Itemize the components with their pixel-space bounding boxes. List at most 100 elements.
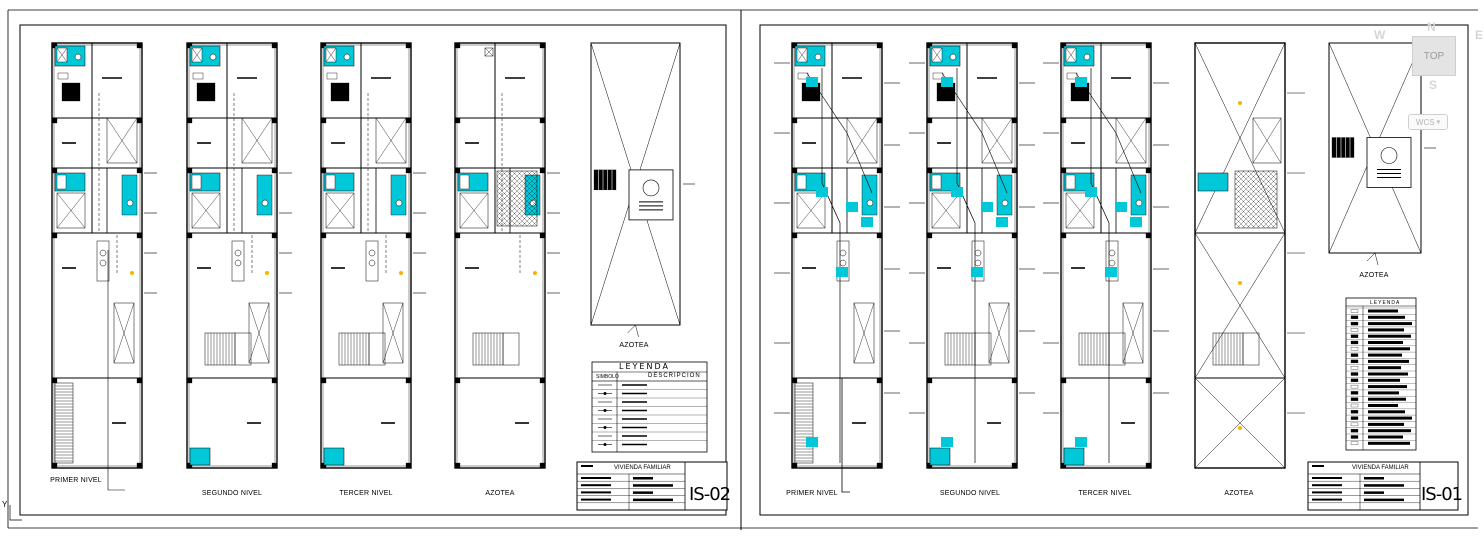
floor-plan [1194,42,1305,469]
fixture-tile [806,437,818,447]
roof-plan [590,42,695,338]
stairs [794,382,814,464]
titleblock-mark [1312,498,1342,501]
shower [191,174,202,190]
sink [57,72,69,80]
sheet-frame-is01 [759,24,1469,516]
viewcube[interactable]: N W E TOP S WCS▾ [1372,20,1484,132]
column [926,42,933,49]
column [1060,462,1067,469]
column [1060,167,1067,174]
column [1145,42,1152,49]
section-marks [9,250,880,521]
column [926,232,933,239]
floor-plan [909,42,1035,469]
column [1145,232,1152,239]
floor-plan [51,42,157,469]
column [1011,377,1018,384]
column [1145,117,1152,124]
column [454,167,461,174]
fixture-tile [816,187,828,197]
pipe-run [501,93,521,273]
floor-plan [454,42,560,469]
legend-symbol [1350,410,1359,414]
legend-row-text-mark [1368,416,1412,420]
hatch-line [496,170,518,192]
column [271,377,278,384]
hatch-line [1246,197,1278,229]
light-shaft [1065,192,1095,229]
column [405,232,412,239]
shaft-cross [459,192,489,229]
column [271,42,278,49]
pipe-run [107,250,125,491]
column [1011,117,1018,124]
column [1011,462,1018,469]
laundry-block [330,82,350,102]
landing [368,332,386,366]
fixture-point [130,271,134,275]
floor-plan [320,42,426,469]
ucs-icon: Y [2,500,7,509]
column [186,462,193,469]
shower-cross [325,47,337,63]
toilet [1083,53,1091,61]
sink [797,72,809,80]
column [454,377,461,384]
column [1145,167,1152,174]
viewcube-south[interactable]: S [1429,78,1438,92]
column [320,232,327,239]
legend-row-text-mark [1368,385,1407,389]
legend-col-symbol: SIMBOLO [596,374,619,380]
counter [1105,240,1119,282]
shaft-cross [106,117,138,164]
hatch-line [1252,170,1278,196]
chevron-down-icon: ▾ [1436,119,1441,126]
sink [192,72,204,80]
roof-plan-label-is01: AZOTEA [1359,272,1389,279]
hatch-line [1271,222,1278,229]
titleblock-mark [1312,484,1342,487]
shaft-cross [56,192,86,229]
viewcube-top-face[interactable]: TOP [1412,36,1456,76]
counter [836,240,850,282]
inner-wall-line [1062,44,1150,467]
column [405,377,412,384]
toilet [395,199,403,207]
legend-row-text-mark [1368,378,1400,382]
legend-frame [591,361,708,453]
viewcube-west[interactable]: W [1374,28,1386,42]
column [320,42,327,49]
roof-slope [1194,42,1286,234]
legend-symbol [1350,435,1359,439]
wcs-dropdown[interactable]: WCS▾ [1408,114,1448,130]
viewcube-east[interactable]: E [1475,28,1484,42]
column [876,232,883,239]
hatch-line [1234,197,1266,229]
fixture-tile [1075,437,1087,447]
fixture-tile [1075,77,1087,87]
shaft-cross [375,117,407,164]
shower [459,174,470,190]
inner-wall-line [188,44,276,467]
hatch-line [1234,202,1261,229]
hatch-line [511,170,538,197]
fixture-tile [996,217,1008,227]
drain-point [1238,101,1242,105]
hatch-line [1237,170,1278,211]
sink [1066,72,1078,80]
hatch-line [1234,182,1278,226]
niche-cross [248,302,270,364]
legend-title-is02: LEYENDA [619,362,670,371]
column [876,167,883,174]
niche-cross [1122,302,1144,364]
roof-slope [1194,232,1286,379]
viewcube-north[interactable]: N [1427,20,1436,34]
toilet [814,53,822,61]
legend-symbol [1350,397,1359,401]
outer-wall [186,42,278,469]
pipe-run [367,93,387,273]
light-shaft [846,117,878,164]
stair-block [1331,137,1355,158]
